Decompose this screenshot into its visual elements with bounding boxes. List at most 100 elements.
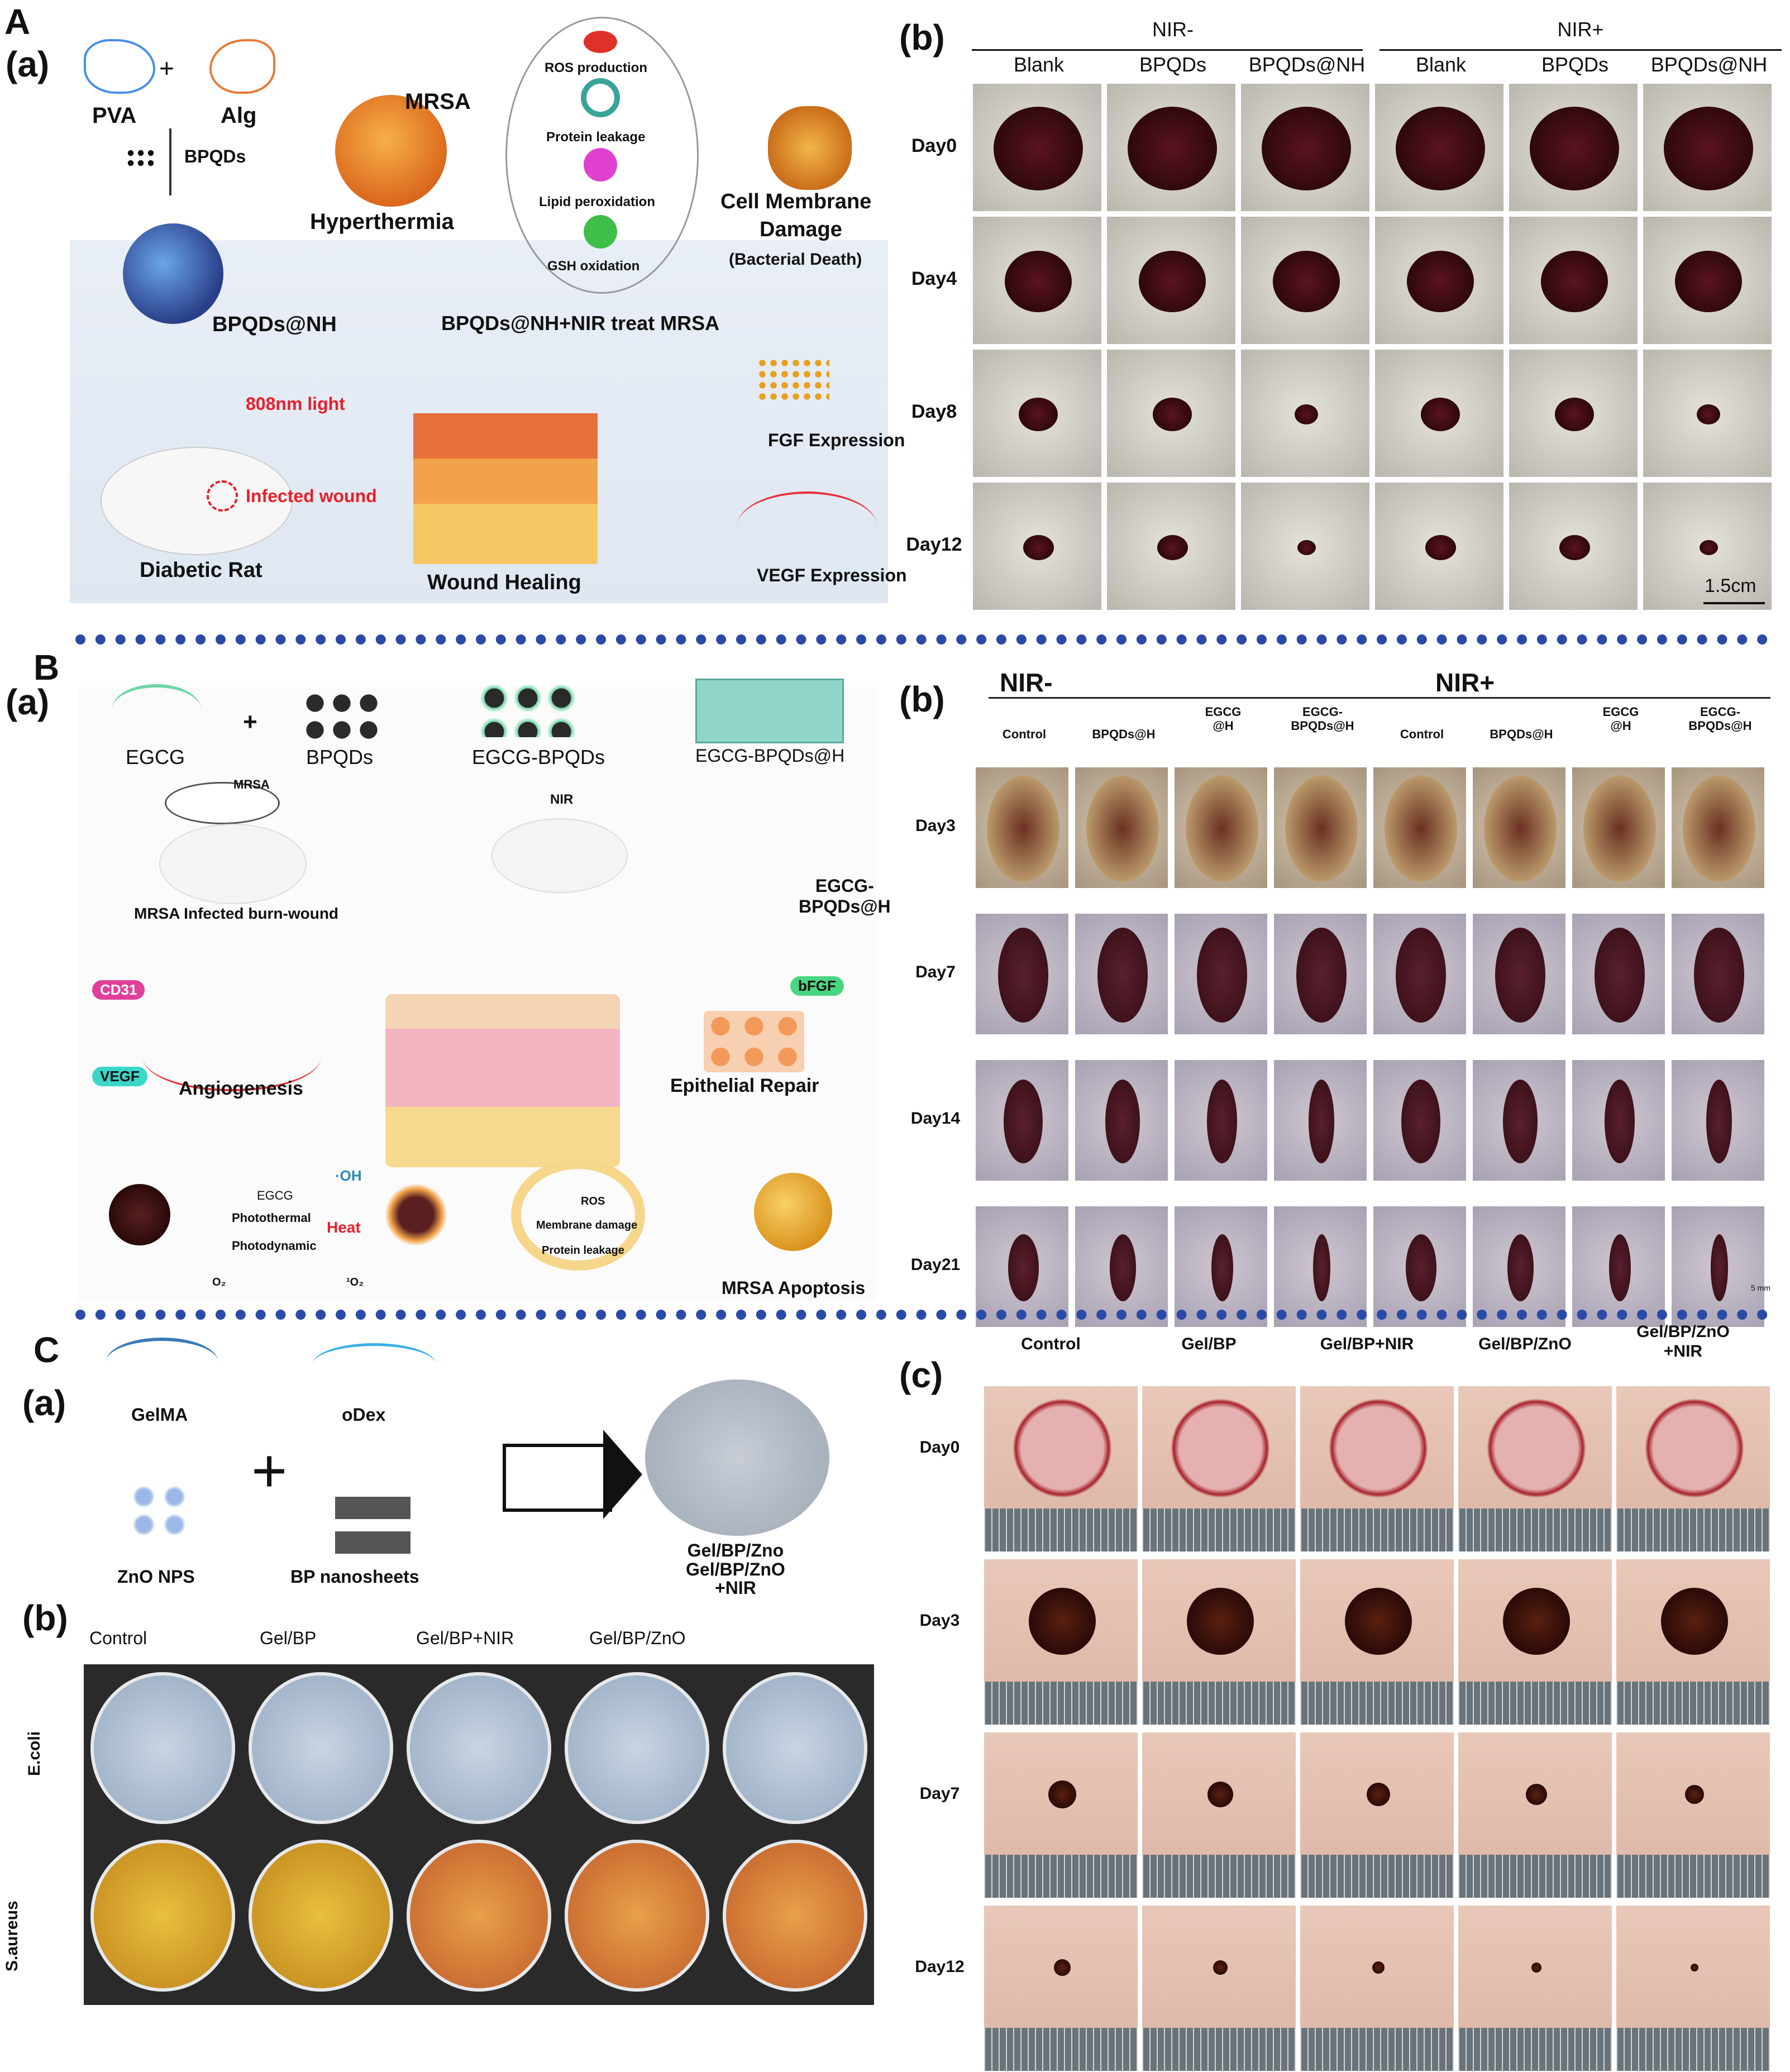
- wound-area: [1285, 776, 1358, 882]
- row-label: Day0: [911, 135, 957, 156]
- wound-photo: [1670, 913, 1765, 1035]
- wound-area: [1004, 1080, 1043, 1163]
- bacterial-death-label: (Bacterial Death): [729, 250, 862, 269]
- wound-photo: [1457, 1731, 1613, 1899]
- sub-letter-b-b: (b): [899, 679, 945, 719]
- sub-letter-c-c: (c): [899, 1355, 943, 1395]
- petri-dish: [407, 1840, 551, 1992]
- wound-area: [1028, 1588, 1096, 1655]
- product-label: Gel/BP/Zno Gel/BP/ZnO +NIR: [686, 1540, 785, 1598]
- vegf-badge: VEGF: [92, 1067, 147, 1086]
- wound-area: [1344, 1588, 1412, 1655]
- wound-photo: [1240, 481, 1371, 611]
- wound-photo: [1642, 216, 1773, 345]
- wound-area: [998, 928, 1048, 1023]
- row-label: E.coli: [25, 1731, 44, 1776]
- egcg-bpqds-label: EGCG-BPQDs: [472, 746, 605, 768]
- infected-wound-marker: [207, 480, 238, 512]
- rat-illustration: [101, 447, 293, 555]
- column-header: Control: [89, 1628, 147, 1648]
- pva-fiber-icon: [84, 39, 155, 94]
- wound-healing-label: Wound Healing: [427, 571, 581, 594]
- column-header: BPQDs@H: [1490, 727, 1553, 741]
- separator-b-c: [75, 1310, 1768, 1320]
- wound-photo: [972, 216, 1102, 345]
- wound-area: [1048, 1780, 1076, 1808]
- wound-photo: [983, 1904, 1139, 2072]
- wound-area: [1097, 928, 1148, 1023]
- wound-photo: [1173, 1205, 1268, 1328]
- scale-bar-a: [1703, 602, 1765, 604]
- wound-photo: [1299, 1904, 1455, 2072]
- wound-photo: [1472, 766, 1567, 889]
- wound-area: [1366, 1783, 1390, 1806]
- wound-area: [1608, 1234, 1631, 1301]
- wound-area: [1297, 540, 1316, 555]
- column-header: Blank: [1013, 53, 1065, 76]
- wound-area: [1595, 928, 1645, 1023]
- column-header: BPQDs: [1541, 53, 1609, 76]
- column-header: Gel/BP/ZnO: [1478, 1335, 1572, 1353]
- wound-area: [1690, 1964, 1698, 1971]
- column-header: Control: [1400, 727, 1444, 741]
- wound-area: [1664, 107, 1753, 190]
- wound-area: [1675, 251, 1742, 312]
- wound-area: [1706, 1080, 1732, 1163]
- wound-photo: [1074, 766, 1169, 889]
- wound-photo: [1106, 216, 1237, 345]
- wound-area: [1385, 776, 1457, 882]
- cd31-badge: CD31: [92, 980, 145, 1000]
- vessel-branches-icon: [142, 1022, 321, 1091]
- ruler: [1300, 1682, 1454, 1725]
- wound-photo: [1372, 766, 1467, 889]
- column-header: Gel/BP+NIR: [416, 1628, 514, 1648]
- group-line: [989, 697, 1770, 699]
- bpqds-particles-icon: [302, 690, 385, 743]
- lipid-peroxidation-icon: [584, 148, 617, 182]
- wound-area: [1296, 928, 1347, 1023]
- column-header: EGCG @H: [1602, 705, 1639, 733]
- wound-photo: [1615, 1558, 1771, 1726]
- wound-photo: [1571, 1059, 1666, 1182]
- column-header: Gel/BP/ZnO +NIR: [1636, 1323, 1730, 1360]
- wound-photo: [1508, 481, 1639, 611]
- ros-label: ROS production: [545, 60, 647, 75]
- process-arrow: [503, 1444, 612, 1512]
- wound-area: [1421, 398, 1460, 431]
- panel-letter-c: C: [34, 1330, 60, 1370]
- wound-area: [1405, 1234, 1436, 1301]
- group-label-nir-plus: NIR+: [1557, 18, 1604, 41]
- wound-area: [1559, 534, 1590, 560]
- side-product-label: EGCG- BPQDs@H: [799, 876, 891, 916]
- wound-photo: [975, 913, 1070, 1035]
- wound-area: [1309, 1080, 1334, 1163]
- ruler: [1300, 1855, 1454, 1898]
- wound-area: [1139, 251, 1206, 312]
- wound-photo: [1457, 1558, 1613, 1726]
- column-header: Gel/BP: [1181, 1335, 1237, 1353]
- wound-area: [1325, 1395, 1431, 1501]
- wound-area: [1005, 251, 1072, 312]
- sub-letter-a-a: (a): [6, 44, 50, 84]
- wound-photo: [1074, 1205, 1169, 1328]
- wound-photo: [983, 1385, 1139, 1553]
- alg-fiber-icon: [209, 39, 275, 94]
- ruler: [1616, 1682, 1770, 1725]
- bp-nanosheets-icon: [335, 1497, 410, 1555]
- ruler: [1458, 1682, 1612, 1725]
- petri-dish: [407, 1672, 551, 1824]
- ruler: [1616, 1508, 1770, 1551]
- mechanism-oval: [505, 17, 699, 294]
- column-header: Control: [1002, 727, 1047, 741]
- wound-area: [1583, 776, 1656, 882]
- wound-photo: [1173, 1059, 1268, 1182]
- wound-photo: [1299, 1558, 1455, 1726]
- wound-photo: [1273, 1205, 1368, 1328]
- bpqds-nh-label: BPQDs@NH: [212, 313, 337, 336]
- wound-photo: [1372, 1059, 1467, 1182]
- wound-photo: [1106, 348, 1237, 478]
- wound-area: [1530, 107, 1619, 190]
- row-label: Day4: [911, 268, 957, 289]
- treated-rat-illustration: [491, 818, 628, 893]
- wound-area: [1207, 1782, 1233, 1807]
